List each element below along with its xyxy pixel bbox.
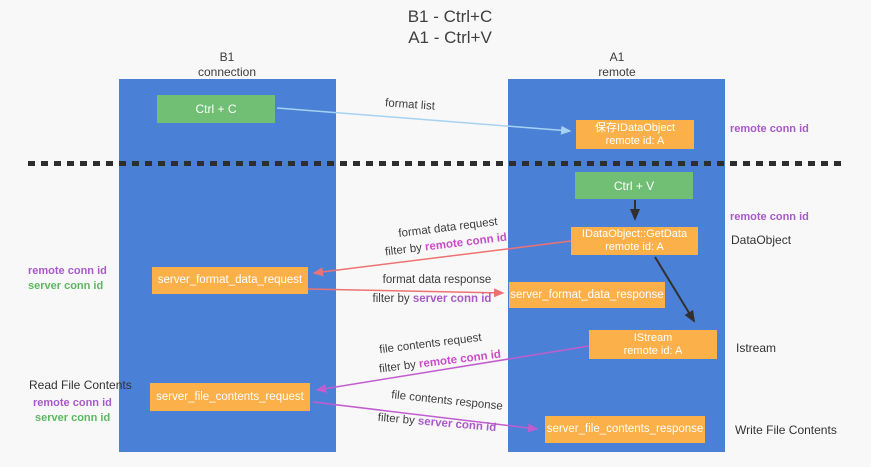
label-server-conn-id-purple-1: server conn id [412,293,492,305]
lifeline-b1-name: B1 [219,50,235,64]
label-write-file-contents: Write File Contents [735,423,837,437]
legend-conn-ids-bottom-left: remote conn id server conn id [33,396,112,426]
title-line-1: B1 - Ctrl+C [407,7,493,26]
label-filter-by-text-1: filter by [384,241,426,259]
node-server-format-data-response-label: server_format_data_response [510,288,664,301]
node-idataobject-getdata-line1: IDataObject::GetData [581,228,688,240]
node-ctrl-v-label: Ctrl + V [613,178,655,193]
node-server-file-contents-request-label: server_file_contents_request [156,390,304,403]
label-istream: Istream [736,341,777,355]
node-server-file-contents-response: server_file_contents_response [545,416,705,443]
session-divider-dashed-line [28,161,846,166]
legend-remote-conn-id-top-right: remote conn id [730,123,809,135]
lifeline-a1-name: A1 [609,50,625,64]
node-store-idataobject: 保存IDataObject remote id: A [576,120,694,149]
lifeline-header-a1: A1 remote [537,50,697,80]
label-server-conn-id-purple-2: server conn id [417,415,497,435]
node-ctrl-c-label: Ctrl + C [195,102,237,116]
legend-server-conn-id-mid-left: server conn id [28,280,104,292]
legend-remote-conn-id-bottom-left: remote conn id [33,397,112,409]
lifeline-header-b1: B1 connection [147,50,307,80]
node-store-idataobject-line1: 保存IDataObject [594,121,676,134]
node-istream-line1: IStream [633,331,673,344]
node-server-file-contents-request: server_file_contents_request [150,383,310,411]
node-idataobject-getdata: IDataObject::GetData remote id: A [571,227,698,255]
label-filter-by-text-3: filter by [378,358,420,376]
label-file-contents-response: file contents response [390,389,504,413]
label-remote-conn-id-magenta-2: remote conn id [418,348,502,371]
node-ctrl-v: Ctrl + V [575,172,693,199]
legend-server-conn-id-bottom-left: server conn id [35,412,111,424]
legend-conn-ids-mid-left: remote conn id server conn id [28,264,107,294]
node-store-idataobject-line2: remote id: A [605,134,665,147]
label-filter-by-server-1: filter by server conn id [372,293,492,305]
lifeline-a1-role: remote [598,65,636,79]
node-idataobject-getdata-line2: remote id: A [605,241,664,253]
label-filter-by-server-2: filter by server conn id [377,412,498,434]
legend-remote-conn-id-mid-right: remote conn id [730,211,809,223]
label-dataobject: DataObject [731,233,792,247]
label-format-data-response: format data response [382,274,492,286]
node-istream: IStream remote id: A [589,330,717,359]
node-ctrl-c: Ctrl + C [157,95,275,123]
title-line-2: A1 - Ctrl+V [408,28,492,47]
label-filter-by-text-4: filter by [377,411,419,428]
diagram-title: B1 - Ctrl+C A1 - Ctrl+V [330,6,570,48]
node-server-format-data-response: server_format_data_response [509,282,665,308]
lifeline-b1-role: connection [197,65,257,79]
node-server-format-data-request-label: server_format_data_request [157,274,303,286]
node-server-file-contents-response-label: server_file_contents_response [546,423,704,435]
label-format-list: format list [384,97,436,113]
node-server-format-data-request: server_format_data_request [152,267,308,294]
label-filter-by-text-2: filter by [372,293,413,305]
legend-remote-conn-id-mid-left: remote conn id [28,265,107,277]
node-istream-line2: remote id: A [623,344,683,357]
label-read-file-contents: Read File Contents [29,378,132,392]
